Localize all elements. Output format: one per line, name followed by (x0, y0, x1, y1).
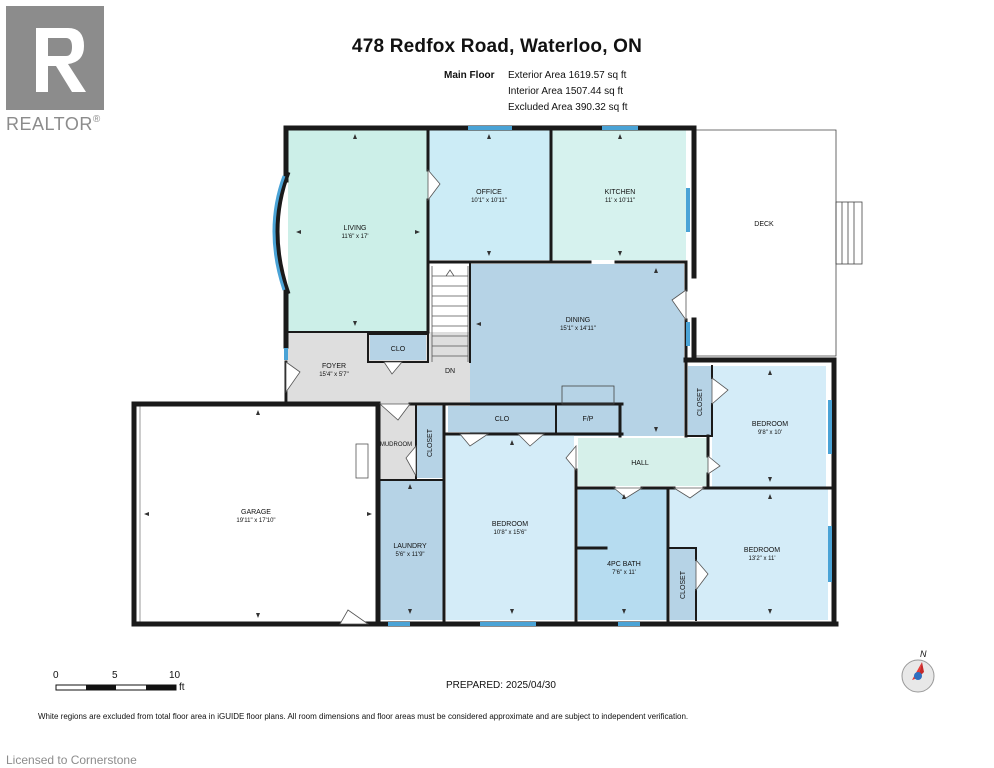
label-office: OFFICE (476, 189, 502, 196)
label-fp: F/P (583, 416, 594, 423)
room-closet-bottom-fill (670, 548, 696, 620)
label-bedroom-center: BEDROOM (492, 521, 528, 528)
label-dn: DN (445, 368, 455, 375)
label-closet-right: CLOSET (697, 387, 704, 416)
compass-icon (901, 659, 935, 693)
windows (284, 126, 832, 626)
room-kitchen (552, 130, 686, 260)
label-clo-hall: CLO (495, 416, 510, 423)
room-closet-mud (416, 406, 444, 478)
scale-label-ten: 10 (169, 670, 181, 681)
room-laundry (378, 480, 444, 620)
dim-laundry: 5'6" x 11'9" (395, 552, 424, 558)
label-hall: HALL (631, 460, 649, 467)
stairs (431, 266, 469, 362)
label-closet-bottom: CLOSET (680, 570, 687, 599)
room-clo-hall (448, 406, 556, 432)
dim-garage: 19'11" x 17'10" (236, 518, 275, 524)
label-bath: 4PC BATH (607, 561, 641, 568)
dim-bedroom-center: 10'8" x 15'6" (494, 530, 527, 536)
room-closet-right (688, 366, 712, 436)
disclaimer: White regions are excluded from total fl… (38, 712, 689, 721)
label-kitchen: KITCHEN (605, 189, 636, 196)
dim-foyer: 15'4" x 5'7" (319, 372, 349, 378)
room-living (288, 130, 428, 332)
label-bedroom-right-bottom: BEDROOM (744, 547, 780, 554)
interior-area: Interior Area 1507.44 sq ft (508, 86, 624, 97)
room-bedroom-right-top (712, 366, 826, 488)
scale-bar (55, 684, 177, 691)
dim-kitchen: 11' x 10'11" (605, 198, 635, 204)
label-closet-mud: CLOSET (427, 428, 434, 457)
dim-living: 11'6" x 17' (342, 234, 369, 240)
room-office (428, 130, 550, 260)
dim-bath: 7'6" x 11' (612, 570, 636, 576)
realtor-r-icon (6, 6, 104, 110)
deck (694, 129, 863, 357)
room-fp (558, 406, 618, 432)
bay-window (272, 171, 291, 295)
realtor-logo (6, 6, 104, 110)
dimension-ticks (144, 134, 772, 618)
label-deck: DECK (754, 221, 774, 228)
excluded-area: Excluded Area 390.32 sq ft (508, 102, 628, 113)
walls (131, 125, 839, 627)
room-foyer-ext (300, 360, 470, 404)
license-note: Licensed to Cornerstone (6, 753, 137, 767)
label-dining: DINING (566, 317, 591, 324)
label-mudroom: MUDROOM (380, 442, 412, 448)
room-hall (578, 438, 708, 486)
realtor-wordmark: REALTOR® (6, 114, 101, 134)
label-living: LIVING (344, 225, 367, 232)
scale-label-unit: ft (179, 682, 185, 693)
prepared-date: PREPARED: 2025/04/30 (446, 680, 556, 691)
room-bedroom-center (446, 434, 574, 620)
compass-north-label: N (920, 649, 927, 659)
label-clo-foyer: CLO (391, 346, 406, 353)
room-clo-foyer (370, 334, 426, 360)
exterior-area: Exterior Area 1619.57 sq ft (508, 70, 627, 81)
dim-bedroom-right-top: 9'8" x 10' (758, 430, 782, 436)
page-title: 478 Redfox Road, Waterloo, ON (351, 36, 643, 57)
label-garage: GARAGE (241, 509, 271, 516)
dim-dining: 15'1" x 14'11" (560, 326, 596, 332)
scale-label-zero: 0 (53, 670, 59, 681)
label-bedroom-right-top: BEDROOM (752, 421, 788, 428)
dim-bedroom-right-bottom: 13'2" x 11' (749, 556, 776, 562)
label-laundry: LAUNDRY (393, 543, 427, 550)
floor-name: Main Floor (444, 70, 495, 81)
dim-office: 10'1" x 10'11" (471, 198, 507, 204)
room-bath (578, 488, 668, 620)
label-foyer: FOYER (322, 363, 346, 370)
scale-label-five: 5 (112, 670, 118, 681)
doors (285, 168, 729, 625)
